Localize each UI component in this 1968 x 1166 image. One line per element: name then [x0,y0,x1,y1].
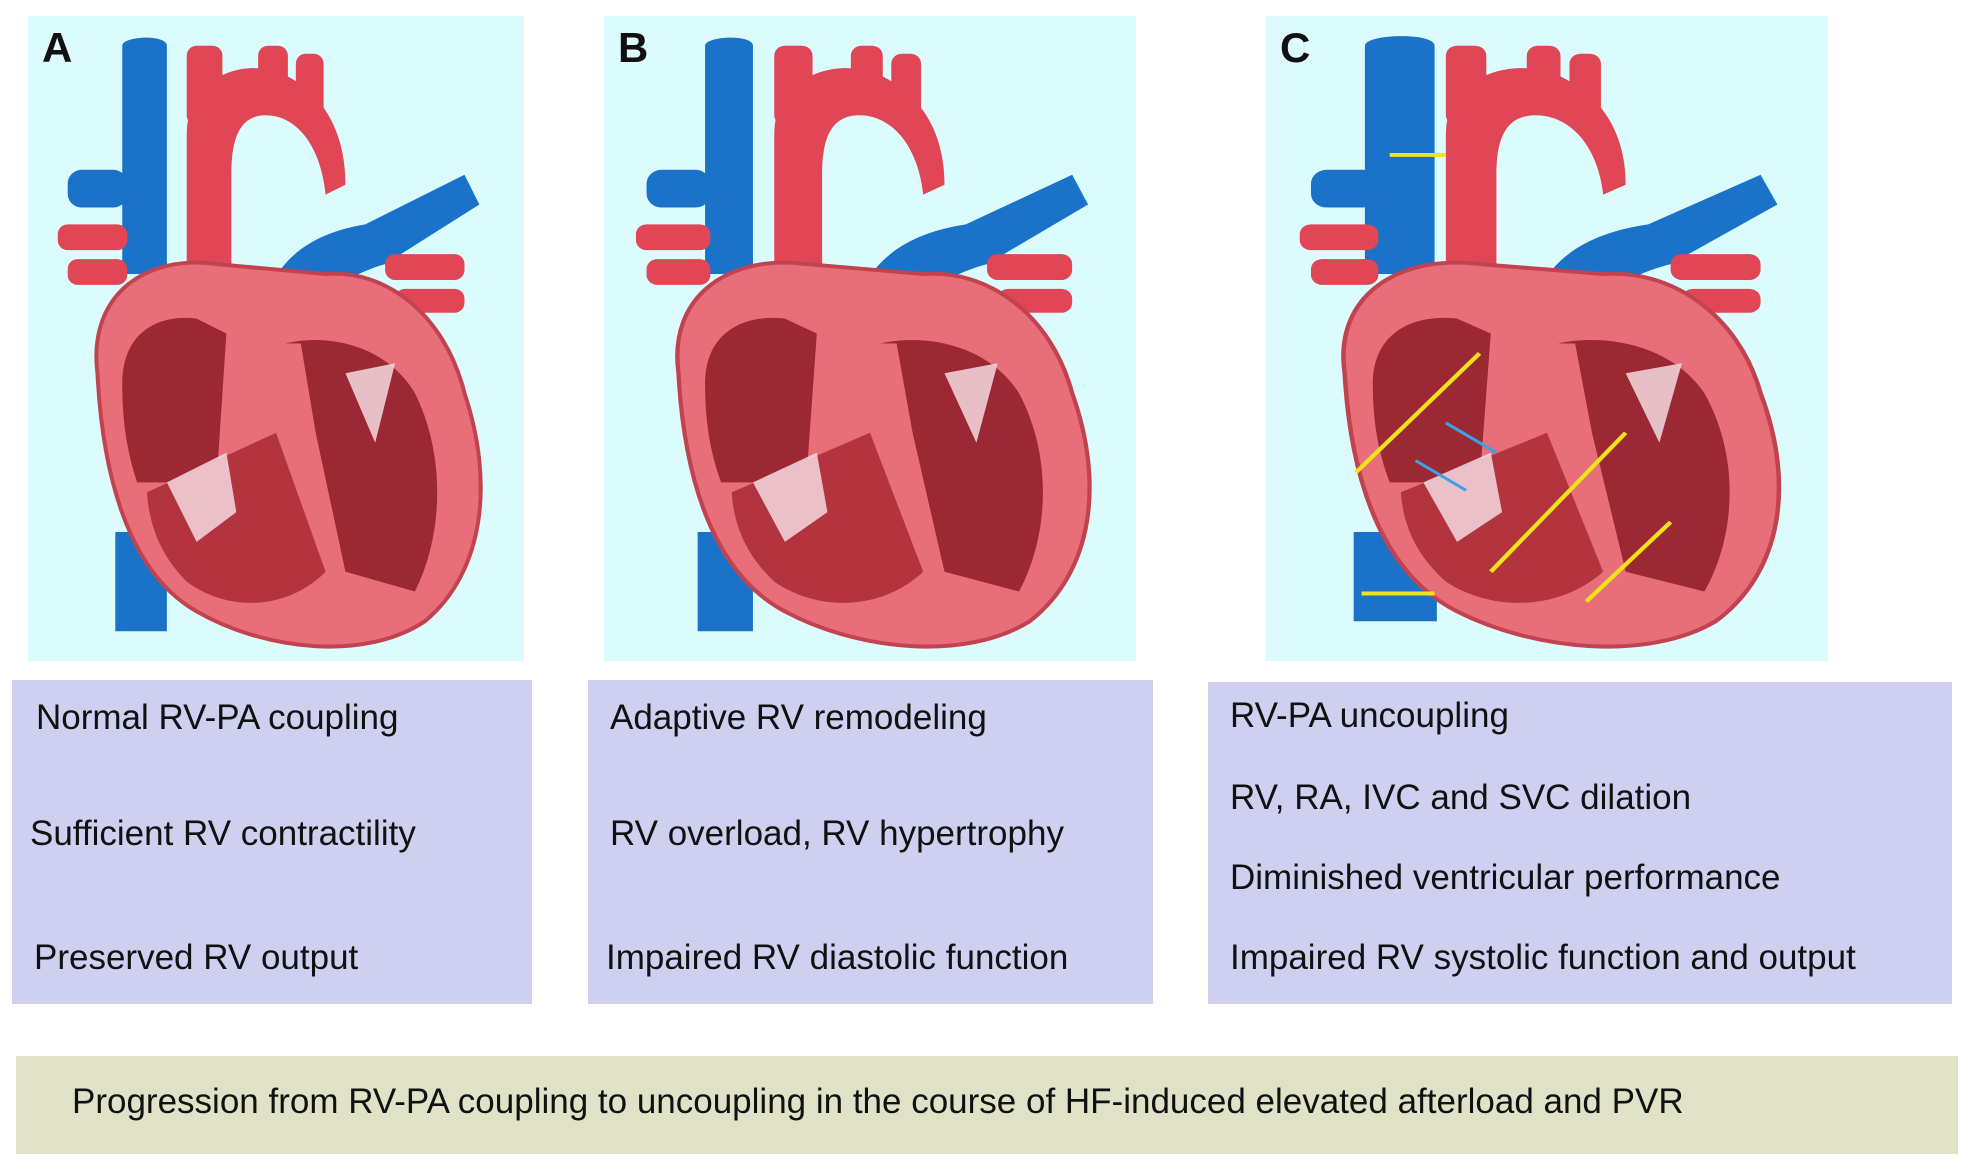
panel-c-line-2: RV, RA, IVC and SVC dilation [1230,778,1692,817]
panel-c-image: C [1266,16,1828,661]
panel-b-description: Adaptive RV remodeling RV overload, RV h… [588,680,1153,1004]
panel-a-line-3: Preserved RV output [34,938,359,977]
panel-c-line-1: RV-PA uncoupling [1230,696,1509,735]
pulmonary-vein-left-2 [57,224,128,251]
aortic-branch-2 [258,45,288,116]
aortic-branch-3 [891,53,922,124]
heart-illustration-c [1266,16,1828,661]
aortic-arch [774,68,945,314]
panel-a-description: Normal RV-PA coupling Sufficient RV cont… [12,680,532,1004]
panel-a-image: A [28,16,524,661]
heart-svg [635,37,1092,649]
pulmonary-vein-left-1 [67,169,128,208]
progression-banner-text: Progression from RV-PA coupling to uncou… [72,1082,1684,1121]
panel-c-letter: C [1280,24,1311,71]
panel-c-line-4: Impaired RV systolic function and output [1230,938,1856,977]
panel-b-line-1: Adaptive RV remodeling [610,698,987,737]
aortic-arch [186,68,346,314]
heart-svg [57,37,483,649]
right-atrium [122,317,227,483]
right-atrium [705,317,817,483]
arrow-ra-dilation [1354,352,1482,474]
pulmonary-vein-left-1 [646,169,711,208]
septum [870,343,945,572]
panel-b-line-2: RV overload, RV hypertrophy [610,814,1064,853]
tricuspid-chordae [1423,452,1503,542]
arrow-blue-1 [1444,421,1498,454]
heart-illustration-b [604,16,1136,661]
pulmonary-vein-left-3 [67,259,128,285]
pulmonary-vein-right-1 [1670,254,1761,280]
pulmonary-vein-left-2 [1299,224,1379,251]
pulmonary-vein-left-3 [646,259,711,285]
heart-illustration-a [28,16,524,661]
arrow-rv-dilation [1489,431,1628,573]
panel-b-image: B [604,16,1136,661]
left-ventricle [1558,340,1730,592]
aortic-branch-1 [186,45,223,126]
panel-a-letter: A [42,24,73,71]
pulmonary-vein-left-3 [1310,259,1379,285]
septum [1547,343,1626,572]
tricuspid-chordae [752,452,828,542]
panel-b-letter: B [618,24,649,71]
pulmonary-vein-right-1 [987,254,1073,280]
arrow-lv-dilation [1584,520,1673,603]
pulmonary-vein-left-2 [635,224,711,251]
panel-c-line-3: Diminished ventricular performance [1230,858,1781,897]
aortic-branch-1 [1445,45,1487,126]
mitral-chordae [944,363,998,443]
left-ventricle [880,340,1043,592]
left-ventricle [285,340,438,592]
progression-banner: Progression from RV-PA coupling to uncou… [16,1056,1958,1154]
panel-c-description: RV-PA uncoupling RV, RA, IVC and SVC dil… [1208,682,1952,1004]
septum [276,343,346,572]
aortic-branch-1 [774,45,813,126]
tricuspid-chordae [166,452,237,542]
aortic-branch-3 [295,53,324,124]
mitral-chordae [345,363,396,443]
superior-vena-cava [122,37,167,274]
panel-b-line-3: Impaired RV diastolic function [606,938,1069,977]
superior-vena-cava [705,37,753,274]
mitral-chordae [1625,363,1682,443]
arrow-blue-2 [1414,459,1468,492]
aortic-branch-2 [1526,45,1561,116]
aortic-branch-2 [850,45,883,116]
panel-a-line-2: Sufficient RV contractility [30,814,416,853]
aortic-branch-3 [1569,53,1601,124]
aortic-arch [1445,68,1626,314]
pulmonary-vein-left-1 [1310,169,1379,208]
heart-svg [1299,36,1782,649]
pulmonary-vein-right-1 [385,254,465,280]
panel-a-line-1: Normal RV-PA coupling [36,698,399,737]
